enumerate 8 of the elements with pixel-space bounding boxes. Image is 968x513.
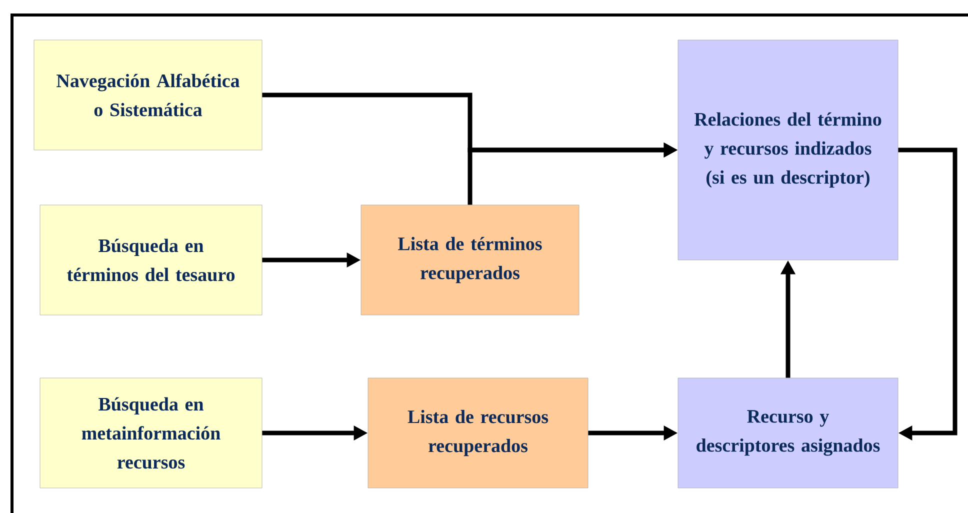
process-box: Recurso y descriptores asignados (678, 378, 898, 488)
process-box: Búsqueda en metainformación recursos (40, 378, 262, 488)
process-box: Búsqueda en términos del tesauro (40, 204, 262, 316)
process-box: Lista de términos recuperados (360, 204, 580, 316)
process-box: Lista de recursos recuperados (368, 378, 588, 488)
process-box: Navegación Alfabética o Sistemática (34, 40, 262, 150)
process-box: Relaciones del término y recursos indizados (si es un descriptor) (678, 40, 898, 260)
arrow (898, 148, 958, 441)
